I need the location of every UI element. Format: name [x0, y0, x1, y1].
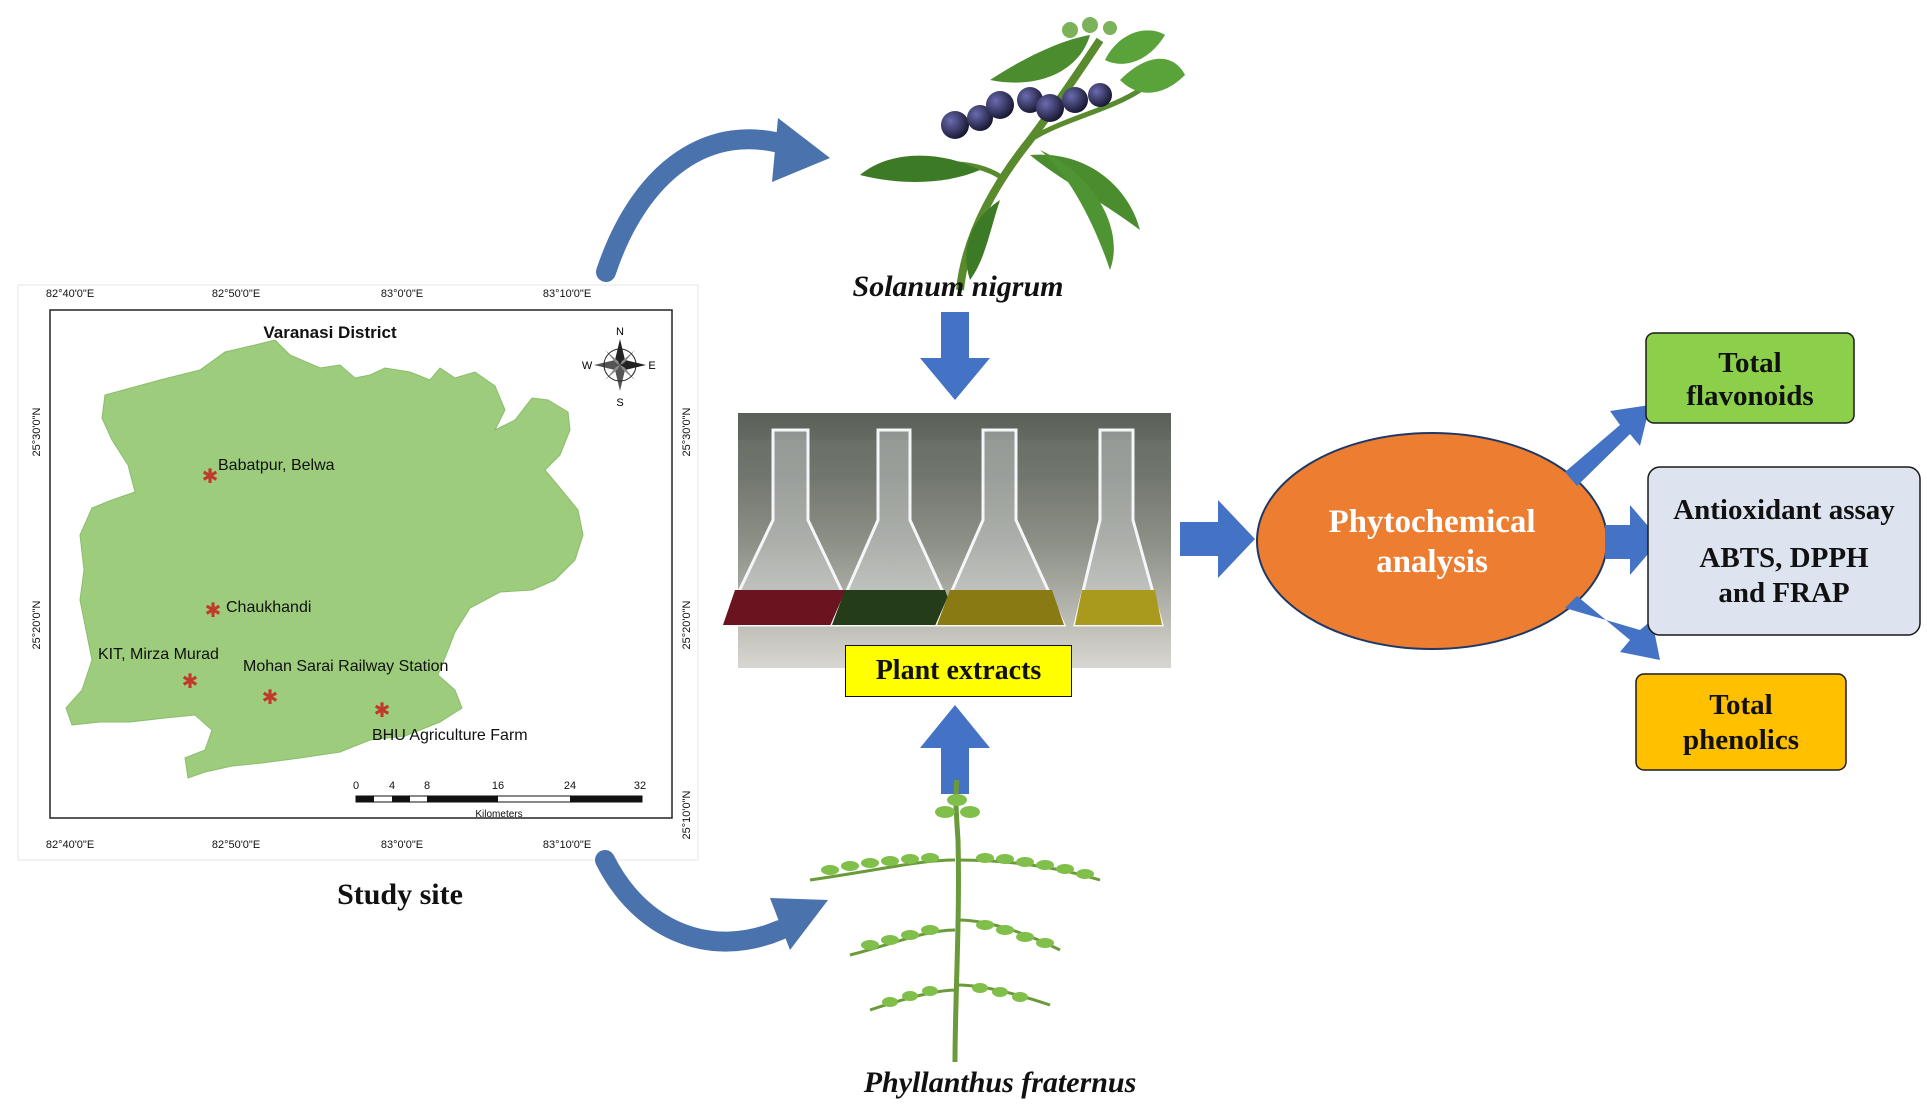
site-label: BHU Agriculture Farm	[372, 727, 528, 744]
site-kit-mirza-murad: ✱ KIT, Mirza Murad	[98, 646, 219, 693]
left-latitude-ticks: 25°30'0"N 25°20'0"N	[31, 407, 43, 649]
arrow-down-icon	[920, 312, 990, 400]
bottom-longitude-ticks: 82°40'0"E 82°50'0"E 83°0'0"E 83°10'0"E	[46, 839, 591, 851]
antioxidant-assay-box	[1647, 466, 1921, 636]
flavonoids-line1: Total	[1718, 347, 1781, 379]
scale-bar: 0 4 8 16 24 32 Kilometers	[353, 780, 646, 820]
site-marker-icon: ✱	[205, 600, 222, 622]
lat-tick-label: 25°30'0"N	[681, 407, 693, 456]
site-label: KIT, Mirza Murad	[98, 646, 219, 663]
site-marker-icon: ✱	[182, 671, 199, 693]
lon-tick-label: 83°0'0"E	[381, 839, 423, 851]
lon-tick-label: 83°10'0"E	[543, 839, 591, 851]
arrow-to-flavonoids-icon	[1565, 405, 1650, 486]
scale-tick: 32	[634, 780, 646, 792]
lon-tick-label: 83°10'0"E	[543, 288, 591, 300]
site-bhu-farm: ✱ BHU Agriculture Farm	[372, 700, 528, 744]
scale-tick: 16	[492, 780, 504, 792]
total-phenolics-box	[1635, 673, 1847, 771]
analysis-label-line2: analysis	[1376, 544, 1488, 580]
plant-extracts-label: Plant extracts	[875, 655, 1042, 686]
compass-w: W	[582, 360, 593, 372]
scale-tick: 4	[389, 780, 395, 792]
phyllanthus-fraternus-label: Phyllanthus fraternus	[863, 1066, 1137, 1099]
scale-tick: 24	[564, 780, 576, 792]
phenolics-line2: phenolics	[1683, 724, 1799, 756]
solanum-nigrum-plant-image	[860, 17, 1185, 291]
site-babatpur: ✱ Babatpur, Belwa	[202, 457, 335, 488]
site-label: Babatpur, Belwa	[218, 457, 335, 474]
lat-tick-label: 25°10'0"N	[681, 790, 693, 839]
phenolics-line1: Total	[1709, 689, 1772, 721]
plant-extracts-label-box: Plant extracts	[845, 645, 1072, 697]
arrow-to-phenolics-icon	[1565, 596, 1660, 660]
scale-unit: Kilometers	[475, 809, 522, 820]
site-mohan-sarai: ✱ Mohan Sarai Railway Station	[243, 658, 448, 709]
antioxidant-line3: and FRAP	[1718, 577, 1849, 609]
analysis-label-line1: Phytochemical	[1328, 504, 1535, 540]
compass-s: S	[616, 397, 623, 409]
arrow-right-icon	[1180, 500, 1255, 578]
total-flavonoids-box	[1645, 332, 1855, 424]
phytochemical-analysis-node	[1256, 432, 1608, 650]
site-marker-icon: ✱	[262, 687, 279, 709]
antioxidant-line1: Antioxidant assay	[1673, 494, 1895, 526]
lon-tick-label: 83°0'0"E	[381, 288, 423, 300]
compass-rose-icon: N S E W	[582, 326, 656, 409]
solanum-nigrum-label: Solanum nigrum	[853, 270, 1064, 303]
antioxidant-line2: ABTS, DPPH	[1699, 542, 1869, 574]
lon-tick-label: 82°50'0"E	[212, 839, 260, 851]
right-latitude-ticks: 25°30'0"N 25°20'0"N 25°10'0"N	[681, 407, 693, 839]
curved-arrow-up-icon	[596, 118, 830, 282]
lat-tick-label: 25°20'0"N	[31, 600, 43, 649]
flavonoids-line2: flavonoids	[1686, 380, 1813, 412]
map-title: Varanasi District	[263, 323, 397, 342]
plant-extracts-photo	[720, 413, 1171, 668]
site-label: Mohan Sarai Railway Station	[243, 658, 448, 675]
top-longitude-ticks: 82°40'0"E 82°50'0"E 83°0'0"E 83°10'0"E	[46, 288, 591, 300]
site-marker-icon: ✱	[374, 700, 391, 722]
district-shape	[65, 339, 584, 779]
scale-tick: 0	[353, 780, 359, 792]
site-label: Chaukhandi	[226, 599, 311, 616]
lat-tick-label: 25°20'0"N	[681, 600, 693, 649]
lon-tick-label: 82°50'0"E	[212, 288, 260, 300]
curved-arrow-down-icon	[595, 850, 828, 952]
scale-tick: 8	[424, 780, 430, 792]
arrow-up-icon	[920, 705, 990, 794]
lat-tick-label: 25°30'0"N	[31, 407, 43, 456]
compass-n: N	[616, 326, 624, 338]
phyllanthus-fraternus-plant-image	[809, 779, 1101, 1063]
compass-e: E	[648, 360, 655, 372]
lon-tick-label: 82°40'0"E	[46, 288, 94, 300]
study-site-map: Varanasi District 82°40'0"E 82°50'0"E 83…	[17, 284, 699, 861]
lon-tick-label: 82°40'0"E	[46, 839, 94, 851]
site-markers: ✱ Babatpur, Belwa ✱ Chaukhandi ✱ KIT, Mi…	[98, 457, 528, 744]
arrow-to-antioxidant-icon	[1605, 505, 1660, 575]
site-marker-icon: ✱	[202, 466, 219, 488]
study-site-caption: Study site	[337, 878, 463, 911]
site-chaukhandi: ✱ Chaukhandi	[205, 599, 312, 622]
